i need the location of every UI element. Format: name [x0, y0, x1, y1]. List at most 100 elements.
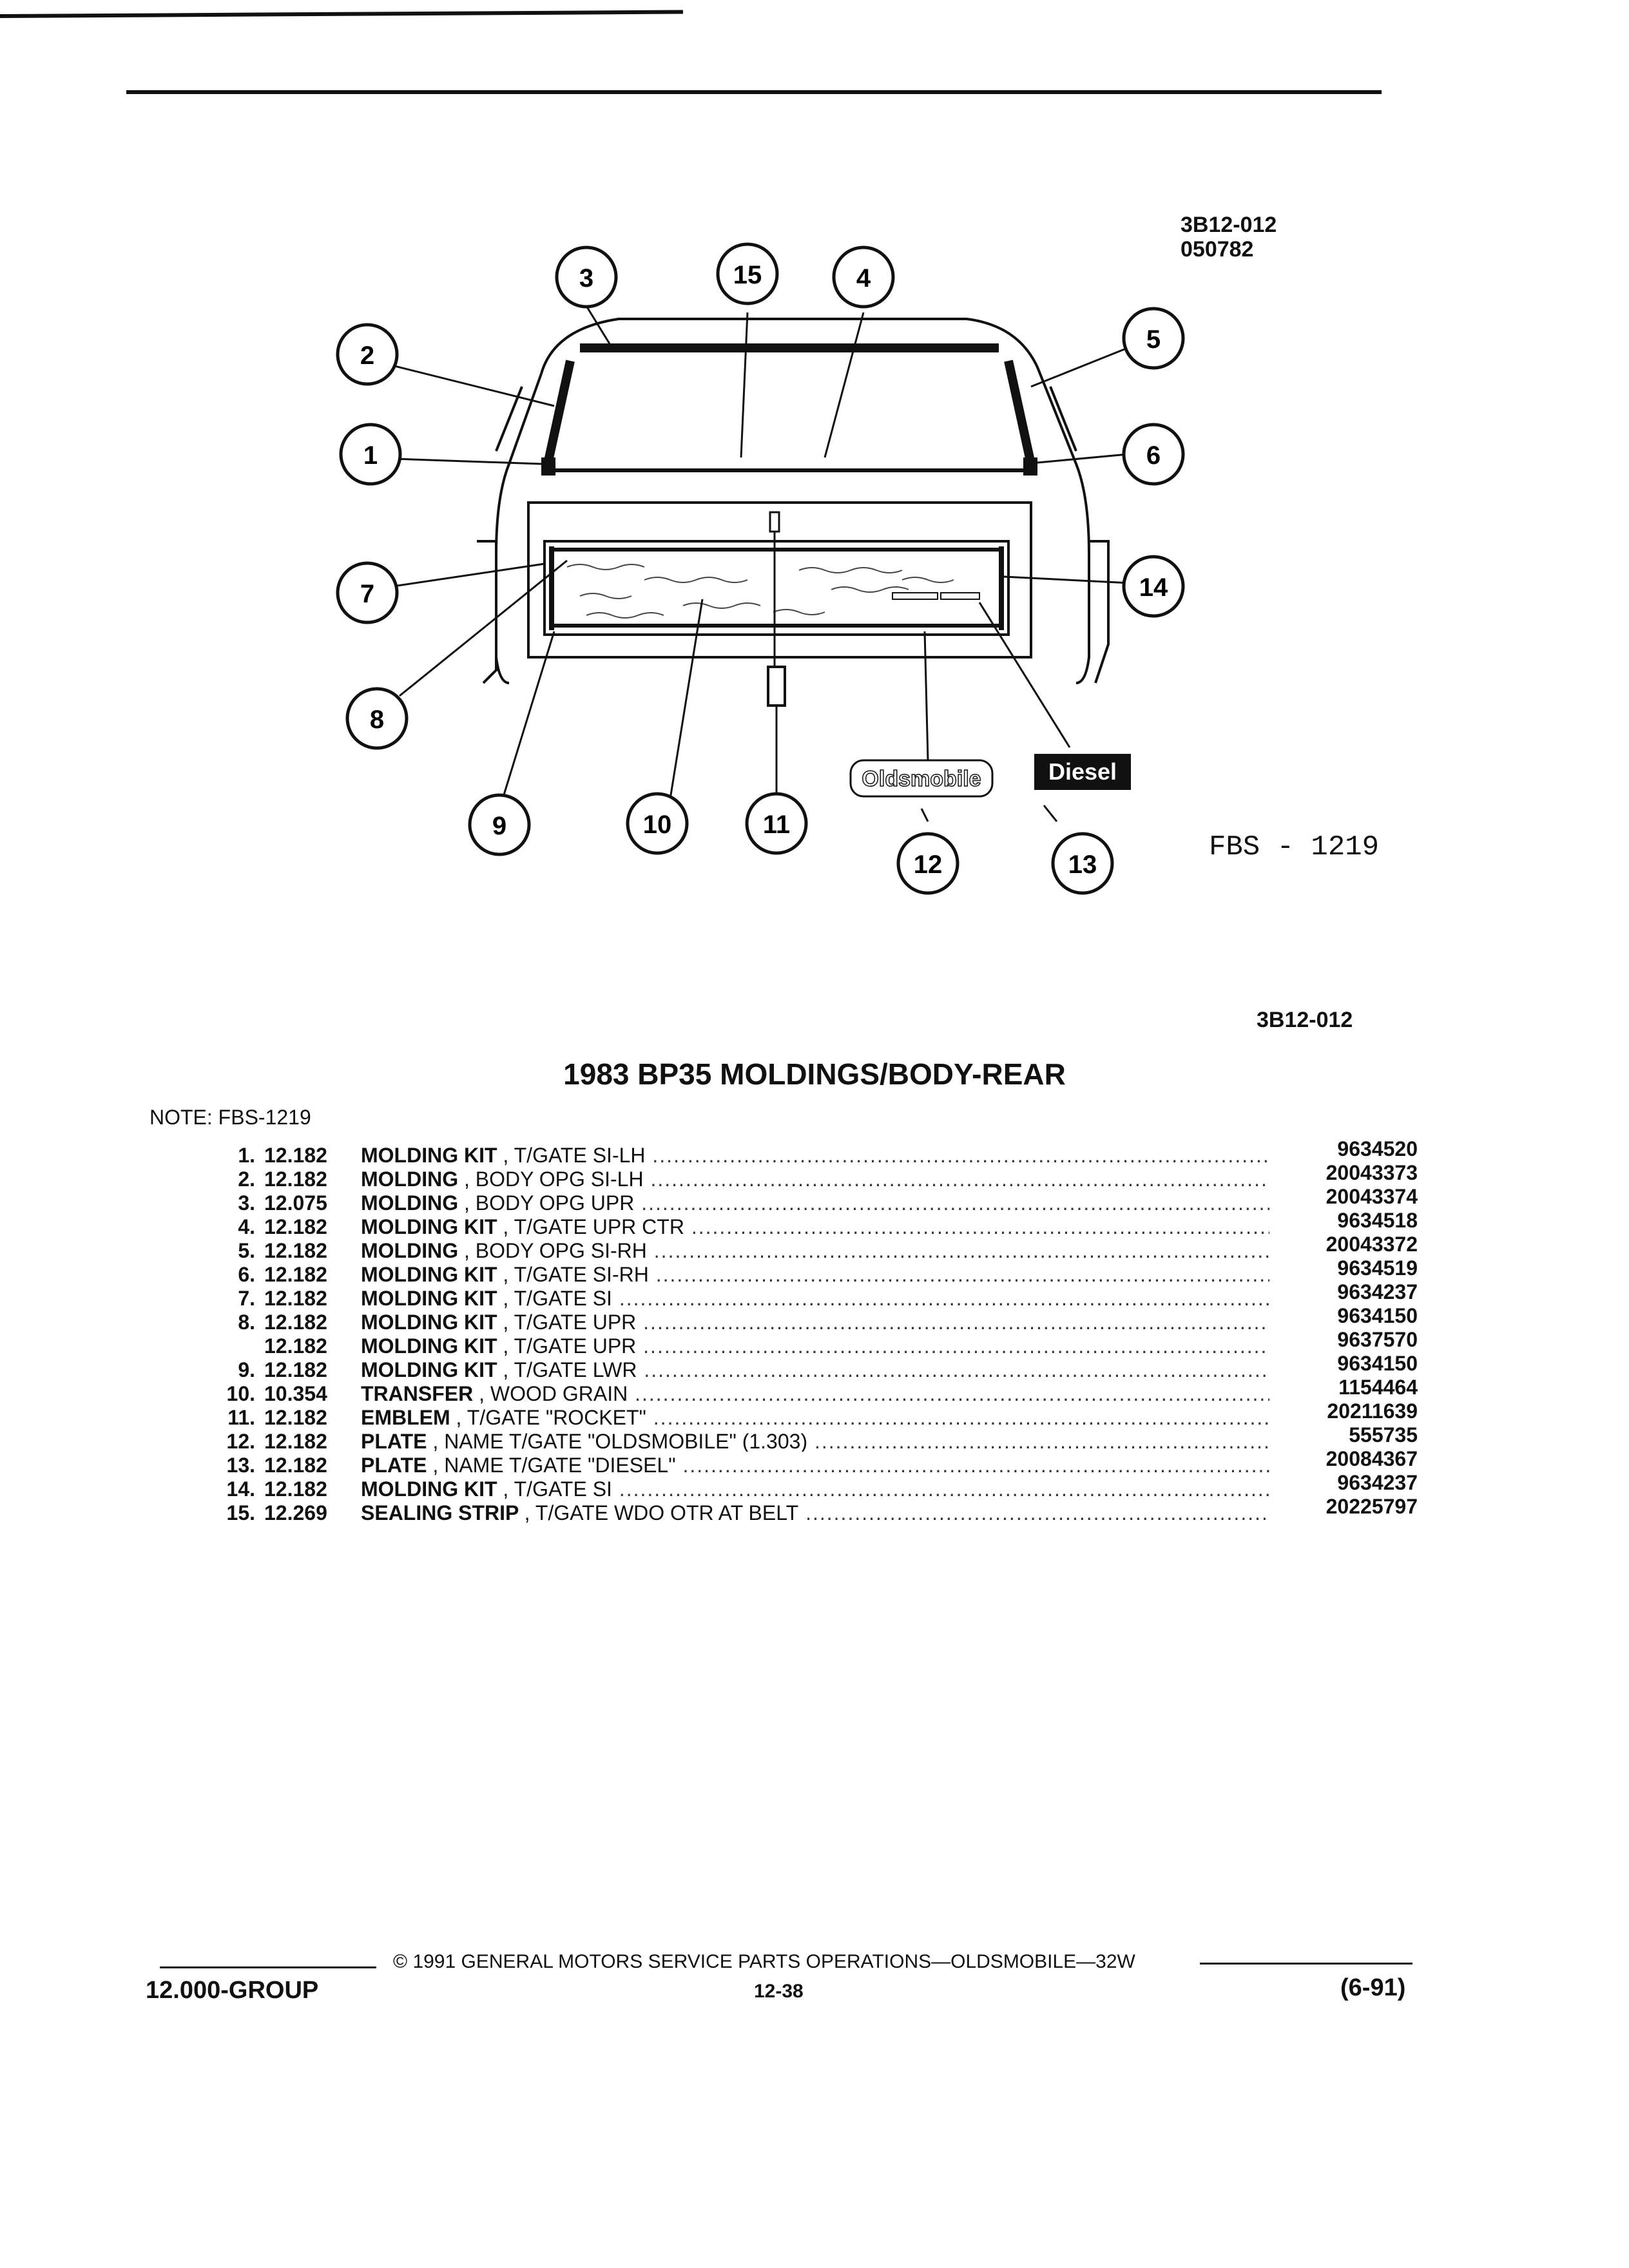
part-detail: , BODY OPG SI-RH — [463, 1240, 647, 1261]
part-detail: , T/GATE UPR — [503, 1312, 637, 1332]
part-description: PLATE , NAME T/GATE "DIESEL" — [361, 1455, 1269, 1475]
group-code: 12.182 — [264, 1239, 327, 1262]
part-description: MOLDING , BODY OPG UPR — [361, 1193, 1269, 1213]
group-code: 12.182 — [264, 1311, 327, 1334]
footer-page-number: 12-38 — [754, 1981, 804, 2002]
item-number: 10. — [226, 1382, 255, 1405]
diesel-text: Diesel — [1048, 758, 1117, 785]
item-number: 2. — [238, 1168, 255, 1191]
part-detail: , T/GATE UPR CTR — [503, 1216, 684, 1237]
svg-text:9: 9 — [492, 812, 506, 840]
callout-14: 14 — [1122, 555, 1185, 618]
group-code: 12.182 — [264, 1454, 327, 1477]
tailgate-molding-diagram: Oldsmobile Diesel 3 15 4 2 5 1 6 7 14 8 … — [336, 242, 1185, 895]
fbs-figure-label: FBS - 1219 — [1209, 831, 1380, 863]
svg-text:7: 7 — [360, 580, 374, 608]
svg-text:15: 15 — [733, 261, 762, 289]
item-number: 4. — [238, 1215, 255, 1238]
callout-15: 15 — [716, 242, 779, 305]
part-description: MOLDING KIT , T/GATE UPR — [361, 1336, 1269, 1356]
svg-text:8: 8 — [370, 706, 384, 734]
part-detail: , BODY OPG SI-LH — [463, 1169, 644, 1189]
footer-group-label: 12.000-GROUP — [146, 1977, 319, 2004]
part-detail: , T/GATE SI-LH — [503, 1145, 646, 1166]
item-number: 12. — [226, 1430, 255, 1453]
group-code: 10.354 — [264, 1382, 327, 1405]
part-detail: , T/GATE "ROCKET" — [456, 1407, 646, 1428]
part-description: MOLDING , BODY OPG SI-LH — [361, 1169, 1269, 1189]
group-code: 12.182 — [264, 1144, 327, 1167]
callout-1: 1 — [339, 423, 402, 486]
item-number: 3. — [238, 1191, 255, 1215]
part-detail: , T/GATE LWR — [503, 1360, 637, 1380]
callout-5: 5 — [1122, 307, 1185, 370]
group-code: 12.269 — [264, 1501, 327, 1524]
group-code: 12.182 — [264, 1287, 327, 1310]
svg-text:1: 1 — [363, 441, 378, 470]
callout-2: 2 — [336, 323, 399, 386]
part-name: MOLDING — [361, 1169, 459, 1189]
callout-8: 8 — [345, 687, 409, 750]
part-name: MOLDING KIT — [361, 1479, 497, 1499]
part-detail: , NAME T/GATE "OLDSMOBILE" (1.303) — [432, 1431, 808, 1452]
part-number: 9634237 — [1337, 1280, 1418, 1303]
footer-copyright: © 1991 GENERAL MOTORS SERVICE PARTS OPER… — [393, 1951, 1135, 1972]
svg-text:11: 11 — [763, 811, 790, 839]
part-number: 20211639 — [1327, 1399, 1418, 1423]
oldsmobile-nameplate: Oldsmobile — [849, 759, 994, 798]
oldsmobile-text: Oldsmobile — [862, 767, 981, 791]
part-name: PLATE — [361, 1455, 427, 1475]
parts-row: 13. 12.182 PLATE , NAME T/GATE "DIESEL" 200… — [193, 1448, 1418, 1477]
part-detail: , T/GATE SI-RH — [503, 1264, 649, 1285]
part-name: SEALING STRIP — [361, 1503, 519, 1523]
item-number: 13. — [226, 1454, 255, 1477]
part-number: 20043372 — [1325, 1233, 1418, 1256]
part-description: MOLDING KIT , T/GATE SI-RH — [361, 1264, 1269, 1285]
page-title: 1983 BP35 MOLDINGS/BODY-REAR — [563, 1057, 1066, 1091]
part-description: MOLDING KIT , T/GATE SI-LH — [361, 1145, 1269, 1166]
header-rule — [126, 90, 1382, 94]
item-number: 5. — [238, 1239, 255, 1262]
group-code: 12.182 — [264, 1358, 327, 1381]
callout-7: 7 — [336, 561, 399, 624]
footer-rule-right — [1200, 1963, 1412, 1965]
part-name: MOLDING KIT — [361, 1288, 497, 1309]
figure-ref-code: 3B12-012 — [1181, 213, 1277, 237]
item-number: 15. — [226, 1501, 255, 1524]
part-description: MOLDING , BODY OPG SI-RH — [361, 1240, 1269, 1261]
part-detail: , T/GATE SI — [503, 1288, 612, 1309]
part-description: EMBLEM , T/GATE "ROCKET" — [361, 1407, 1269, 1428]
svg-text:12: 12 — [914, 850, 943, 879]
corner-molding-blocks — [541, 457, 1037, 476]
svg-text:14: 14 — [1139, 573, 1168, 602]
part-detail: , NAME T/GATE "DIESEL" — [432, 1455, 676, 1475]
part-name: MOLDING — [361, 1240, 459, 1261]
part-detail: , BODY OPG UPR — [463, 1193, 635, 1213]
part-description: MOLDING KIT , T/GATE LWR — [361, 1360, 1269, 1380]
part-description: SEALING STRIP , T/GATE WDO OTR AT BELT — [361, 1503, 1269, 1523]
vehicle-body-outline — [477, 318, 1110, 684]
part-number: 1154464 — [1338, 1376, 1418, 1399]
svg-text:4: 4 — [856, 264, 871, 293]
part-number: 20084367 — [1325, 1447, 1418, 1470]
part-name: PLATE — [361, 1431, 427, 1452]
group-code: 12.182 — [264, 1334, 327, 1358]
section-note: NOTE: FBS-1219 — [149, 1106, 311, 1129]
callout-6: 6 — [1122, 423, 1185, 486]
part-description: TRANSFER , WOOD GRAIN — [361, 1383, 1269, 1404]
svg-text:3: 3 — [579, 264, 593, 293]
part-name: MOLDING — [361, 1193, 459, 1213]
leader-lines — [386, 305, 1132, 822]
callout-11: 11 — [745, 792, 808, 855]
part-name: TRANSFER — [361, 1383, 474, 1404]
footer-revision-date: (6-91) — [1340, 1974, 1406, 2001]
parts-row: 5. 12.182 MOLDING , BODY OPG SI-RH 20043372 — [193, 1233, 1418, 1262]
